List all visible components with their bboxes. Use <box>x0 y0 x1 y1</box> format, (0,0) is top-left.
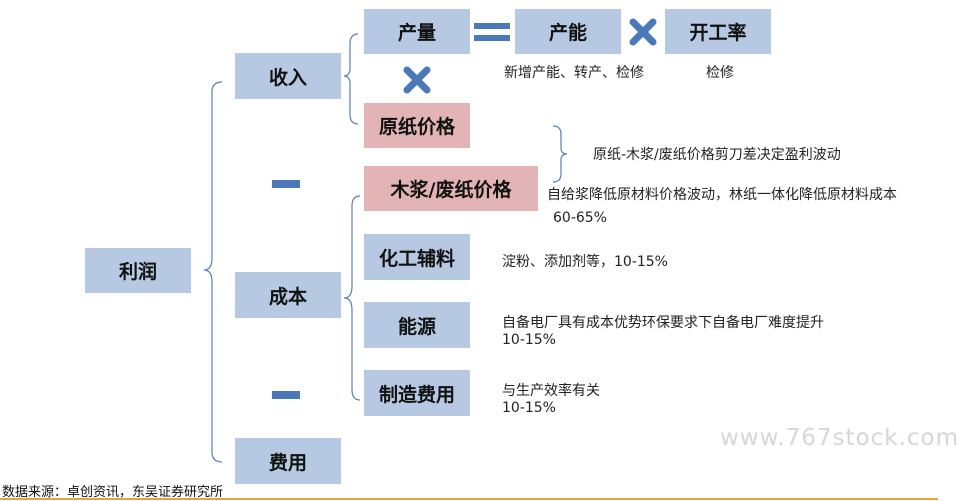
output-label: 产量 <box>397 22 436 44</box>
manufacturing-note-line2: 10-15% <box>502 400 556 416</box>
pulp-price-label: 木浆/废纸价格 <box>390 179 512 201</box>
energy-label: 能源 <box>397 315 436 338</box>
utilization-node: 开工率 <box>665 9 771 54</box>
cost-bracket <box>343 195 361 401</box>
spread-bracket <box>552 125 568 183</box>
equals-sign-bottom <box>474 35 510 41</box>
energy-note-line2: 10-15% <box>502 332 556 348</box>
profit-node: 利润 <box>85 248 191 293</box>
bottom-rule <box>0 498 938 500</box>
spread-note: 原纸-木浆/废纸价格剪刀差决定盈利波动 <box>593 147 841 163</box>
expense-label: 费用 <box>268 451 307 474</box>
utilization-label: 开工率 <box>689 22 747 44</box>
chemicals-note: 淀粉、添加剂等，10-15% <box>502 254 668 270</box>
manufacturing-node: 制造费用 <box>364 370 470 416</box>
paper-price-label: 原纸价格 <box>378 116 455 138</box>
cost-label: 成本 <box>268 285 307 308</box>
watermark: www.767stock.com <box>720 425 959 451</box>
connector-lines <box>203 33 568 463</box>
equals-sign-top <box>474 23 510 29</box>
capacity-note: 新增产能、转产、检修 <box>504 65 644 81</box>
multiply-icon <box>403 66 431 94</box>
energy-note-line1: 自备电厂具有成本优势环保要求下自备电厂难度提升 <box>502 315 824 331</box>
minus-sign <box>272 180 300 188</box>
cost-node: 成本 <box>235 272 341 318</box>
chemicals-node: 化工辅料 <box>364 234 470 280</box>
expense-node: 费用 <box>235 438 341 484</box>
revenue-bracket <box>343 33 359 125</box>
capacity-label: 产能 <box>548 22 587 44</box>
minus-sign <box>272 391 300 399</box>
energy-node: 能源 <box>364 302 470 348</box>
profit-label: 利润 <box>118 261 157 283</box>
manufacturing-label: 制造费用 <box>378 383 455 406</box>
source-note: 数据来源：卓创资讯，东吴证券研究所 <box>2 485 224 500</box>
pulp-note-line1: 自给浆降低原材料价格波动，林纸一体化降低原材料成本 <box>547 187 897 203</box>
revenue-node: 收入 <box>235 53 341 99</box>
chemicals-label: 化工辅料 <box>378 247 455 270</box>
pulp-note-line2: 60-65% <box>553 210 607 226</box>
profit-bracket <box>203 81 223 463</box>
paper-price-node: 原纸价格 <box>364 103 470 148</box>
pulp-price-node: 木浆/废纸价格 <box>364 166 538 211</box>
revenue-label: 收入 <box>268 66 307 89</box>
capacity-node: 产能 <box>515 9 621 54</box>
multiply-icon <box>629 18 657 46</box>
utilization-note: 检修 <box>706 65 734 81</box>
output-node: 产量 <box>364 9 470 54</box>
manufacturing-note-line1: 与生产效率有关 <box>502 383 600 399</box>
